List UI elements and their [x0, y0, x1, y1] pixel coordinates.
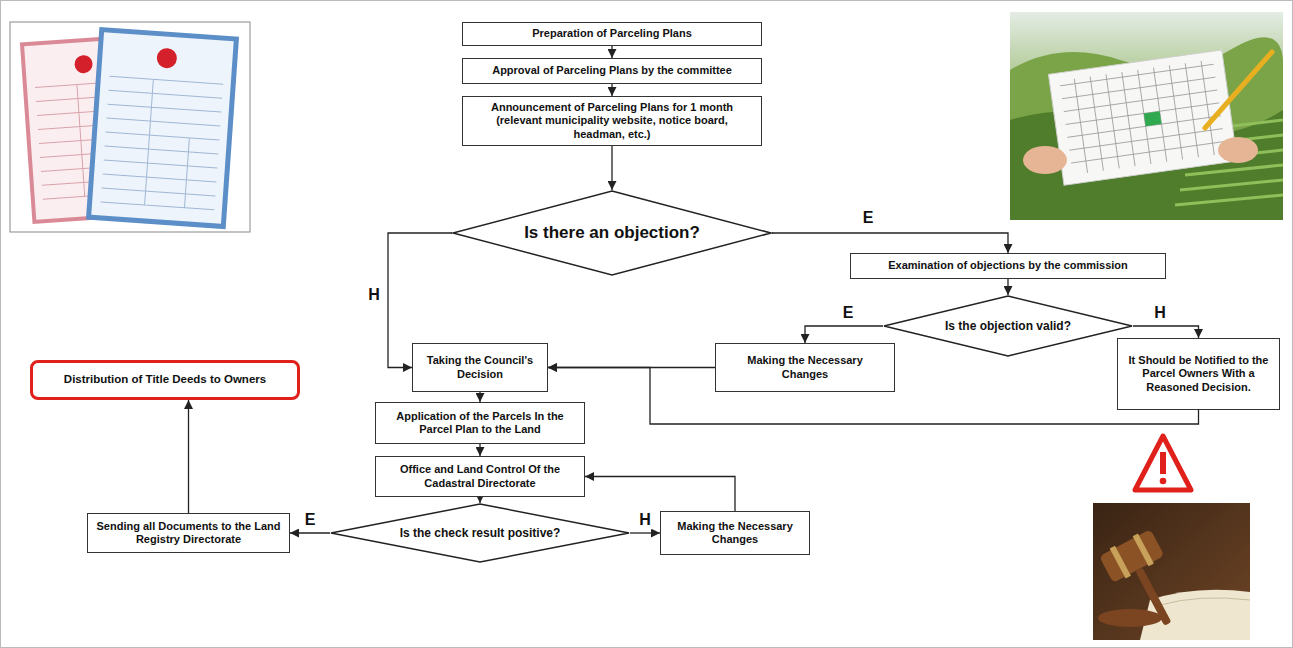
gavel-handle [1135, 567, 1171, 625]
parcel-grid [1059, 59, 1226, 175]
connector-arrow [611, 46, 612, 58]
decision-diamond: Is the check result positive? [330, 503, 630, 563]
diamond-shape [884, 296, 1132, 356]
connector-arrow [805, 326, 883, 343]
connector-arrow [1007, 279, 1008, 295]
connector-arrow [188, 400, 189, 513]
parcel-plan-photo [1010, 12, 1283, 220]
process-box: Taking the Council's Decision [412, 343, 548, 392]
deed-lines [101, 76, 224, 210]
node-text: Is the check result positive? [400, 526, 561, 540]
process-box: Announcement of Parceling Plans for 1 mo… [462, 96, 762, 146]
edge-label: H [1152, 304, 1168, 322]
terminal-box: Distribution of Title Deeds to Owners [30, 360, 300, 400]
page-line [1160, 598, 1250, 605]
warning-symbol [1135, 436, 1191, 490]
gavel-band [1133, 534, 1154, 567]
blue-title-deed [89, 30, 237, 227]
node-text: Taking the Council's Decision [420, 354, 540, 380]
paper [1048, 50, 1237, 185]
edge-label: E [303, 511, 318, 529]
node-text: Is there an objection? [524, 223, 700, 243]
edge-label: H [637, 511, 653, 529]
edge-label: E [861, 209, 876, 227]
warning-triangle [1135, 436, 1191, 490]
connector-arrow [479, 497, 480, 503]
decision-diamond: Is the objection valid? [883, 295, 1133, 357]
node-text: Application of the Parcels In the Parcel… [383, 410, 577, 436]
edge-label: H [366, 286, 382, 304]
hand [1023, 146, 1067, 174]
photo-ground [1093, 503, 1250, 640]
title-deed-illustration [10, 22, 250, 232]
connector-arrow [479, 444, 480, 456]
sound-block [1098, 609, 1162, 627]
node-text: Sending all Documents to the Land Regist… [95, 520, 282, 546]
process-box: It Should be Notified to the Parcel Owne… [1117, 338, 1280, 410]
deed-sheet [89, 30, 237, 227]
connector-arrow [290, 532, 330, 533]
node-text: Distribution of Title Deeds to Owners [64, 373, 266, 387]
deed-emblem [156, 47, 177, 68]
node-text: Announcement of Parceling Plans for 1 mo… [470, 101, 754, 141]
node-text: Is the objection valid? [945, 319, 1071, 333]
edge-label: E [841, 304, 856, 322]
process-box: Sending all Documents to the Land Regist… [87, 513, 290, 553]
process-box: Making the Necessary Changes [660, 511, 810, 555]
parcel-map-sheet [1048, 50, 1237, 185]
node-text: Making the Necessary Changes [723, 354, 887, 380]
exclamation-dot [1160, 478, 1167, 485]
hill [1010, 37, 1283, 220]
photo-ground [1010, 12, 1283, 220]
connector-arrow [611, 84, 612, 96]
hand [1218, 137, 1258, 163]
node-text: Preparation of Parceling Plans [532, 27, 692, 40]
process-box: Office and Land Control Of the Cadastral… [375, 456, 585, 497]
pencil [1205, 52, 1272, 128]
connector-arrow [1133, 326, 1199, 338]
picture-frame [10, 22, 250, 232]
connector-arrow [479, 392, 480, 402]
node-text: Making the Necessary Changes [668, 520, 802, 546]
node-text: Office and Land Control Of the Cadastral… [383, 463, 577, 489]
node-text: Examination of objections by the commiss… [888, 259, 1128, 272]
exclamation-bar [1160, 452, 1166, 474]
connector-arrow [772, 233, 1008, 253]
node-text: Approval of Parceling Plans by the commi… [492, 64, 732, 77]
gavel [1098, 527, 1193, 637]
node-text: It Should be Notified to the Parcel Owne… [1125, 354, 1272, 394]
deed-emblem [74, 55, 93, 74]
connector-arrow [630, 532, 660, 533]
decision-diamond: Is there an objection? [452, 190, 772, 276]
process-box: Preparation of Parceling Plans [462, 22, 762, 46]
highlighted-parcel [1144, 111, 1162, 126]
process-box: Making the Necessary Changes [715, 343, 895, 392]
process-box: Examination of objections by the commiss… [850, 253, 1166, 279]
gavel-photo [1093, 503, 1250, 640]
process-box: Approval of Parceling Plans by the commi… [462, 58, 762, 84]
diamond-shape [453, 191, 771, 275]
connector-arrow [585, 477, 735, 512]
diamond-shape [331, 504, 629, 562]
process-box: Application of the Parcels In the Parcel… [375, 402, 585, 444]
connector-arrow [611, 146, 612, 190]
gavel-band [1110, 546, 1131, 579]
gavel-head [1099, 529, 1164, 583]
